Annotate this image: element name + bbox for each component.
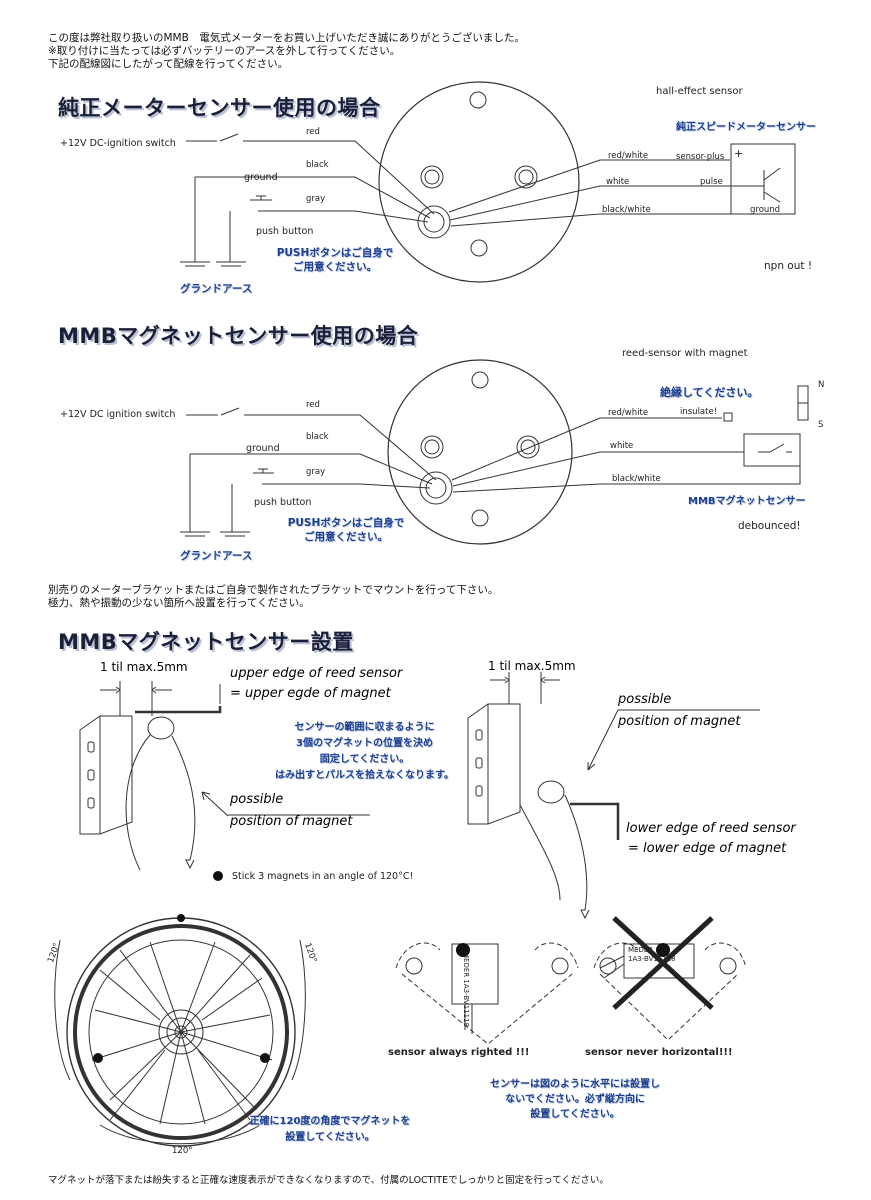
always-caption: sensor always righted !!! <box>388 1047 530 1058</box>
wire-red-1: red <box>306 127 320 137</box>
mount-note-2: 極力、熱や振動の少ない箇所へ設置を行ってください。 <box>48 597 310 609</box>
intro-line-2: ※取り付けに当たっては必ずバッテリーのアースを外して行ってください。 <box>48 45 401 57</box>
possible-right-1: possible <box>618 692 672 707</box>
lower-edge-label-2: = lower edge of magnet <box>628 841 787 856</box>
push-button-label-2: push button <box>254 497 312 508</box>
stick-magnets-note: Stick 3 magnets in an angle of 120°C! <box>232 871 414 882</box>
insulate-note: 絶縁してください。 <box>660 386 759 399</box>
magnet-placement-note: センサーの範囲に収まるように 3個のマグネットの位置を決め 固定してください。 … <box>275 722 454 781</box>
gap-label-right: 1 til max.5mm <box>488 659 576 673</box>
wire-white-1: white <box>606 177 630 187</box>
earth-label-2: グランドアース <box>180 550 253 562</box>
possible-left-1: possible <box>230 792 284 807</box>
terminal-ground-label: ground <box>750 205 781 215</box>
magnet-s: S <box>818 420 824 430</box>
section2-title: MMBマグネットセンサー使用の場合 <box>58 324 419 348</box>
reed-sensor-label: reed-sensor with magnet <box>622 348 748 359</box>
section3-title: MMBマグネットセンサー設置 <box>58 630 354 654</box>
lower-edge-label-1: lower edge of reed sensor <box>626 821 796 836</box>
push-button-label-1: push button <box>256 226 314 237</box>
wire-black-white-1: black/white <box>602 205 651 215</box>
terminal-pulse-label: pulse <box>700 177 723 187</box>
sensor-marking-1: MEDER 1A3-BV11118 <box>462 952 470 1027</box>
angle-bottom: 120° <box>172 1146 193 1156</box>
npn-note: npn out ! <box>764 260 813 272</box>
wire-red-white-2: red/white <box>608 408 649 418</box>
mmb-sensor-title: MMBマグネットセンサー <box>688 496 806 507</box>
footer-note: マグネットが落下または紛失すると正確な速度表示ができなくなりますので、付属のLO… <box>48 1175 609 1186</box>
wire-black-2: black <box>306 432 329 442</box>
intro-line-1: この度は弊社取り扱いのMMB 電気式メーターをお買い上げいただき誠にありがとうご… <box>48 32 525 44</box>
wire-red-2: red <box>306 400 320 410</box>
ground-label-1: ground <box>244 172 278 183</box>
wire-white-2: white <box>610 441 634 451</box>
orientation-note: センサーは図のように水平には設置し ないでください。必ず縦方向に 設置してくださ… <box>490 1079 660 1120</box>
mount-note-1: 別売りのメーターブラケットまたはご自身で製作されたブラケットでマウントを行って下… <box>48 584 499 596</box>
ground-label-2: ground <box>246 443 280 454</box>
upper-edge-label-2: = upper egde of magnet <box>230 686 391 701</box>
plus-sign: + <box>734 147 744 160</box>
never-caption: sensor never horizontal!!! <box>585 1047 733 1058</box>
possible-right-2: position of magnet <box>618 714 741 729</box>
intro-line-3: 下記の配線図にしたがって配線を行ってください。 <box>48 58 289 70</box>
wire-red-white-1: red/white <box>608 151 649 161</box>
wire-black-white-2: black/white <box>612 474 661 484</box>
ignition-label-2: +12V DC ignition switch <box>60 409 176 420</box>
section1-title: 純正メーターセンサー使用の場合 <box>58 96 381 120</box>
wire-black-1: black <box>306 160 329 170</box>
gap-label-left: 1 til max.5mm <box>100 660 188 674</box>
possible-left-2: position of magnet <box>230 814 353 829</box>
hall-sensor-label: hall-effect sensor <box>656 86 743 97</box>
wire-gray-2: gray <box>306 467 326 477</box>
ignition-label-1: +12V DC-ignition switch <box>60 138 176 149</box>
oem-sensor-title: 純正スピードメーターセンサー <box>676 122 816 133</box>
push-note-2: PUSHボタンはご自身でご用意ください。 <box>287 517 405 543</box>
debounced-label: debounced! <box>738 520 801 532</box>
insulate-label: insulate! <box>680 407 718 417</box>
push-note-1: PUSHボタンはご自身でご用意ください。 <box>276 247 394 273</box>
earth-label-1: グランドアース <box>180 283 253 295</box>
wire-gray-1: gray <box>306 194 326 204</box>
upper-edge-label-1: upper edge of reed sensor <box>230 666 403 681</box>
terminal-plus-label: sensor-plus <box>676 152 725 162</box>
magnet-n: N <box>818 380 825 390</box>
wheel-note: 正確に120度の角度でマグネットを 設置してください。 <box>249 1116 411 1143</box>
